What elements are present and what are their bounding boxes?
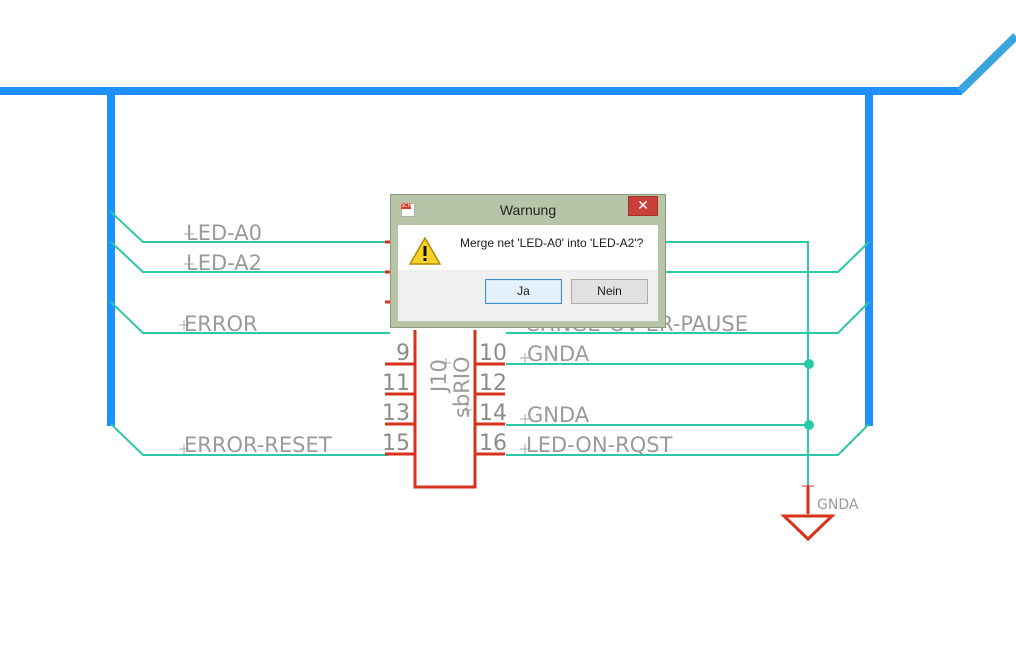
close-button[interactable]: ✕ [628, 196, 658, 216]
part-j10-symbol[interactable] [385, 240, 505, 489]
part-name-j10[interactable]: J10 [427, 359, 451, 394]
bus-diagonal[interactable] [957, 33, 1016, 94]
ground-label-gnda[interactable]: GNDA [817, 497, 859, 513]
pin-number-14: 14 [479, 401, 507, 426]
dialog-titlebar[interactable]: SCH Warnung ✕ [391, 195, 665, 225]
warning-dialog[interactable]: SCH Warnung ✕ Merge net 'LED-A0' into 'L… [390, 194, 666, 328]
pin-number-9: 9 [396, 341, 410, 366]
pin-number-16: 16 [479, 431, 507, 456]
yes-button[interactable]: Ja [485, 279, 562, 304]
pin-number-12: 12 [479, 371, 507, 396]
dialog-message: Merge net 'LED-A0' into 'LED-A2'? [460, 236, 644, 250]
net-label-led-a2[interactable]: LED-A2 [186, 251, 262, 275]
dialog-title: Warnung [499, 202, 557, 218]
net-label-gnda-14[interactable]: GNDA [527, 403, 590, 427]
net-label-led-a0[interactable]: LED-A0 [186, 221, 262, 245]
dialog-body: Merge net 'LED-A0' into 'LED-A2'? [398, 225, 658, 270]
junction-dot [804, 359, 814, 369]
net-label-led-on-rqst[interactable]: LED-ON-RQST [526, 433, 673, 457]
net-label-error[interactable]: ERROR [184, 312, 258, 336]
pin-number-10: 10 [479, 341, 507, 366]
warning-icon [408, 236, 442, 265]
pin-number-11: 11 [382, 371, 410, 396]
junction-dot [804, 420, 814, 430]
ground-symbol-gnda[interactable] [780, 485, 836, 542]
sch-icon-tag: SCH [401, 203, 412, 209]
part-value-sbrio[interactable]: sbRIO [450, 356, 474, 418]
dialog-client-area: Merge net 'LED-A0' into 'LED-A2'? Ja Nei… [398, 225, 658, 321]
pin-number-15: 15 [382, 431, 410, 456]
sch-app-icon: SCH [401, 203, 415, 217]
net-label-gnda-10[interactable]: GNDA [527, 342, 590, 366]
pin-number-13: 13 [382, 401, 410, 426]
label-origin-marks [179, 229, 530, 454]
bus-lines[interactable] [0, 87, 962, 426]
net-wires[interactable] [110, 211, 870, 486]
dialog-button-bar: Ja Nein [398, 270, 658, 321]
no-button[interactable]: Nein [571, 279, 648, 304]
net-label-error-reset[interactable]: ERROR-RESET [184, 433, 332, 457]
